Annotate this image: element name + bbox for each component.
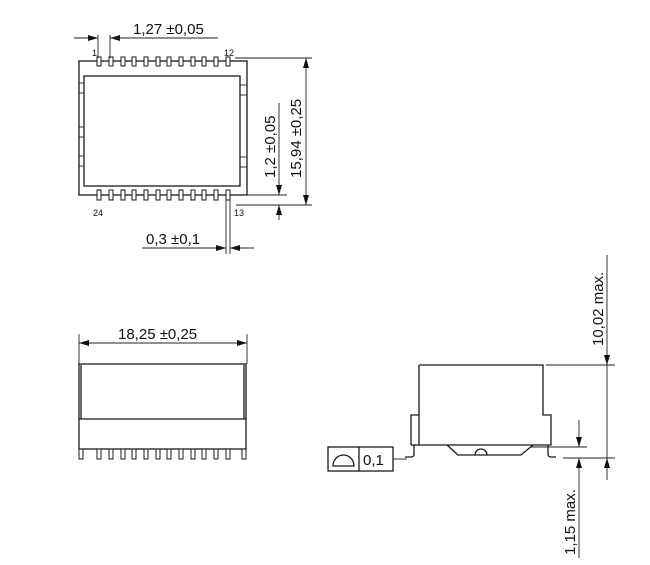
top-view-outer-body (78, 60, 248, 196)
top-view: 1 12 24 13 1,27 ±0,05 15,94 ±0,25 1,2 ±0… (74, 21, 312, 254)
bottom-pin-row (96, 189, 231, 201)
profile-of-surface-icon (332, 454, 355, 467)
tolerance-value: 0,1 (363, 452, 384, 469)
standoff-dimension-text: 1,15 max. (562, 489, 579, 555)
tolerance-frame: 0,1 (327, 446, 407, 472)
pin-length-dimension-text: 1,2 ±0,05 (262, 116, 279, 178)
standoff-bump (474, 448, 488, 456)
pitch-dimension-text: 1,27 ±0,05 (133, 21, 204, 38)
end-view-body (410, 364, 552, 446)
right-wall-ribs (240, 84, 247, 168)
top-pin-row (96, 56, 231, 67)
body-width-dimension-text: 15,94 ±0,25 (288, 99, 305, 178)
pin-length-dimension: 1,2 ±0,05 (232, 103, 287, 220)
pin-width-dimension-text: 0,3 ±0,1 (146, 231, 200, 248)
pitch-dimension: 1,27 ±0,05 (74, 21, 218, 58)
pin-label-24: 24 (93, 208, 103, 218)
pin-width-dimension: 0,3 ±0,1 (142, 200, 254, 254)
side-view: 18,25 ±0,25 (78, 326, 248, 460)
body-length-dimension: 18,25 ±0,25 (78, 326, 248, 364)
side-view-pin-row (96, 448, 231, 460)
pin-label-13: 13 (234, 208, 244, 218)
height-dimension: 10,02 max. (546, 255, 615, 480)
end-view: 10,02 max. 1,15 max. 0,1 (327, 255, 615, 558)
body-length-dimension-text: 18,25 ±0,25 (118, 326, 197, 343)
standoff-foot (446, 444, 534, 456)
side-view-body (78, 363, 247, 450)
left-wall-ribs (79, 82, 84, 167)
height-dimension-text: 10,02 max. (590, 272, 607, 346)
top-view-inner-body (83, 75, 241, 187)
pin-label-12: 12 (224, 48, 234, 58)
standoff-dimension: 1,15 max. (530, 420, 587, 558)
left-lead (405, 445, 415, 458)
right-lead (547, 445, 556, 458)
pin-label-1: 1 (92, 48, 97, 58)
